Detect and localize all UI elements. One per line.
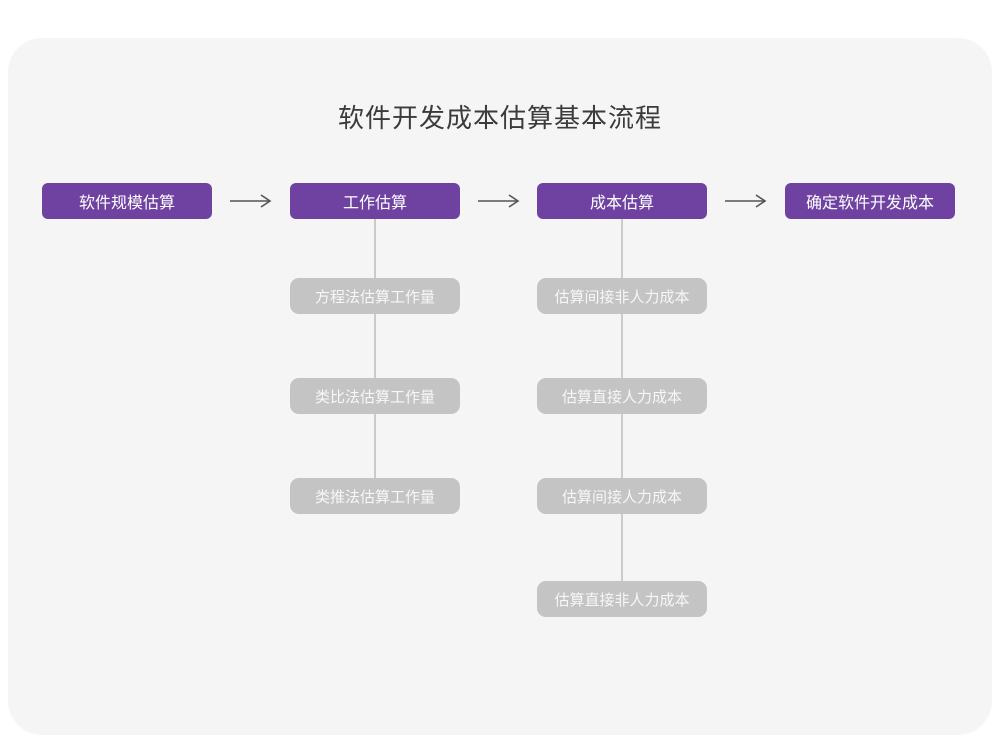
arrow-right-icon [477,192,521,210]
sub-node-indirect-nonlabor-cost: 估算间接非人力成本 [537,278,707,314]
arrow-right-icon [724,192,768,210]
connector-line-work-estimation [374,218,376,496]
stage-node-cost-estimation: 成本估算 [537,183,707,219]
sub-node-equation-method: 方程法估算工作量 [290,278,460,314]
sub-node-indirect-labor-cost: 估算间接人力成本 [537,478,707,514]
diagram-title: 软件开发成本估算基本流程 [337,103,662,133]
stage-node-determine-dev-cost: 确定软件开发成本 [785,183,955,219]
sub-node-analogy-method: 类比法估算工作量 [290,378,460,414]
arrow-right-icon [229,192,273,210]
diagram-card [8,38,992,735]
stage-node-software-scale-estimation: 软件规模估算 [42,183,212,219]
stage-node-work-estimation: 工作估算 [290,183,460,219]
sub-node-direct-labor-cost: 估算直接人力成本 [537,378,707,414]
sub-node-extrapolation-method: 类推法估算工作量 [290,478,460,514]
sub-node-direct-nonlabor-cost: 估算直接非人力成本 [537,581,707,617]
